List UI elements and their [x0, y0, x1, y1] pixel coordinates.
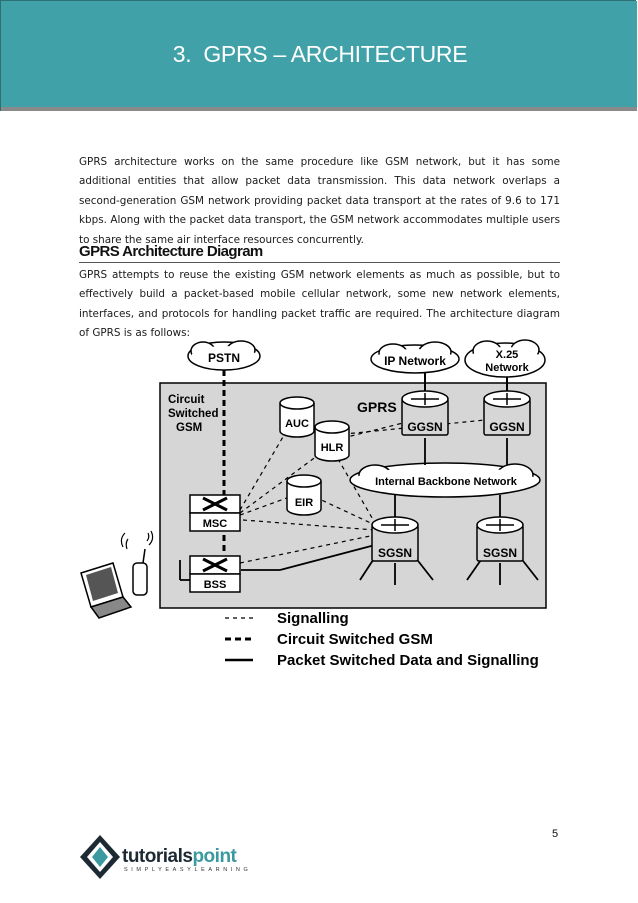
sgsn-router-1: SGSN [372, 517, 418, 561]
mobile-phone-icon [121, 531, 152, 595]
msc-switch: MSC [190, 495, 240, 531]
auc-label: AUC [285, 418, 309, 430]
legend-circuit: Circuit Switched GSM [277, 631, 433, 648]
tutorialspoint-logo: tutorialspoint SIMPLYEASYLEARNING [78, 833, 278, 883]
hlr-database: HLR [315, 421, 349, 461]
eir-label: EIR [295, 497, 313, 509]
logo-mark-icon [78, 833, 122, 881]
chapter-title-text: GPRS – ARCHITECTURE [203, 41, 467, 67]
ip-network-cloud: IP Network [371, 342, 459, 373]
intro-paragraph: GPRS architecture works on the same proc… [79, 153, 560, 250]
logo-tagline: SIMPLYEASYLEARNING [124, 867, 251, 873]
legend-packet: Packet Switched Data and Signalling [277, 652, 539, 669]
msc-label: MSC [203, 518, 228, 530]
x25-label-line2: Network [485, 362, 529, 374]
sgsn-label-2: SGSN [483, 546, 517, 560]
circuit-label-line2: Switched [168, 408, 218, 420]
logo-word-b: point [192, 846, 236, 867]
gprs-architecture-diagram: PSTN IP Network X.25 Network Circuit Swi… [75, 335, 555, 680]
logo-wordmark: tutorialspoint [122, 846, 236, 868]
circuit-label-line3: GSM [176, 422, 202, 434]
chapter-header-band: 3. GPRS – ARCHITECTURE [0, 0, 636, 111]
ggsn-label-2: GGSN [489, 420, 524, 434]
section-heading: GPRS Architecture Diagram [79, 243, 560, 263]
ggsn-router-2: GGSN [484, 391, 530, 435]
diagram-legend: Signalling Circuit Switched GSM Packet S… [225, 610, 539, 669]
ip-network-label: IP Network [384, 354, 446, 368]
eir-database: EIR [287, 475, 321, 515]
sgsn-label-1: SGSN [378, 546, 412, 560]
circuit-label-line1: Circuit [168, 394, 205, 406]
backbone-label: Internal Backbone Network [375, 476, 518, 488]
chapter-title: 3. GPRS – ARCHITECTURE [1, 41, 638, 68]
auc-database: AUC [280, 397, 314, 437]
bss-label: BSS [204, 579, 227, 591]
ggsn-router-1: GGSN [402, 391, 448, 435]
laptop-icon [81, 563, 131, 618]
sgsn-router-2: SGSN [477, 517, 523, 561]
pstn-label: PSTN [208, 351, 240, 365]
x25-network-cloud: X.25 Network [465, 340, 545, 377]
hlr-label: HLR [321, 442, 344, 454]
x25-label-line1: X.25 [496, 349, 519, 361]
bss-switch: BSS [190, 556, 240, 592]
section-paragraph: GPRS attempts to reuse the existing GSM … [79, 266, 560, 344]
page-number: 5 [552, 828, 558, 840]
legend-signalling: Signalling [277, 610, 349, 627]
logo-word-a: tutorials [122, 846, 192, 867]
internal-backbone-cloud: Internal Backbone Network [350, 463, 540, 497]
gprs-label: GPRS [357, 399, 397, 415]
ggsn-label-1: GGSN [407, 420, 442, 434]
pstn-cloud: PSTN [188, 341, 260, 370]
chapter-number: 3. [173, 41, 192, 67]
